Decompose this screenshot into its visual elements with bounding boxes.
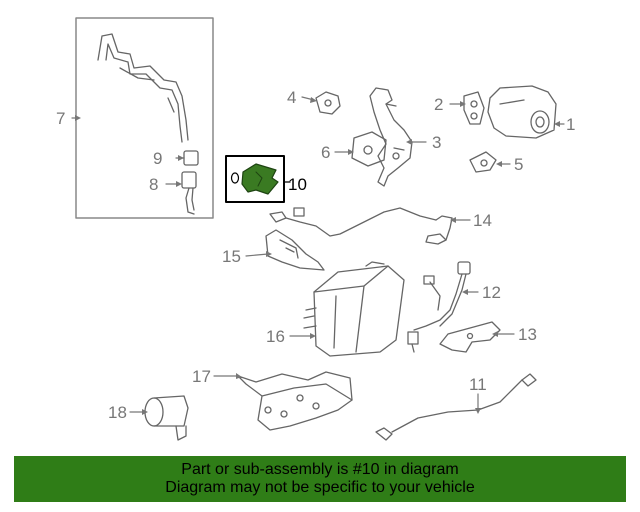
callout-15: 15 [222, 247, 241, 266]
part-4-bracket[interactable] [315, 91, 341, 115]
callout-18: 18 [108, 403, 127, 422]
callout-16: 16 [266, 327, 285, 346]
part-18-cylinder[interactable] [144, 395, 189, 441]
callout-17: 17 [192, 367, 211, 386]
part-12-harness[interactable] [407, 261, 471, 353]
info-banner: Part or sub-assembly is #10 in diagram D… [14, 456, 626, 502]
part-16-canister[interactable] [303, 261, 405, 357]
part-17-bracket[interactable] [237, 371, 353, 431]
callout-5: 5 [514, 155, 523, 174]
part-3-bracket[interactable] [369, 87, 413, 187]
leader-arrowheads [75, 97, 560, 415]
callout-12: 12 [482, 283, 501, 302]
part-5-clip[interactable] [469, 151, 497, 173]
callout-13: 13 [518, 325, 537, 344]
parts-diagram: 7 9 8 10 4 6 3 2 1 5 14 15 12 13 16 17 1… [56, 17, 575, 441]
callout-11: 11 [469, 375, 487, 394]
callout-7: 7 [56, 109, 65, 128]
callout-3: 3 [432, 133, 441, 152]
callout-4: 4 [287, 88, 296, 107]
part-8-valve[interactable] [181, 171, 197, 215]
part-2-gasket[interactable] [463, 91, 485, 125]
callout-14: 14 [473, 211, 492, 230]
callout-2: 2 [434, 95, 443, 114]
part-14-oxygen-sensor[interactable] [269, 207, 453, 245]
part-11-oxygen-sensor[interactable] [375, 373, 537, 441]
part-10-highlighted[interactable] [225, 155, 291, 203]
callout-6: 6 [321, 143, 330, 162]
callout-10: 10 [288, 175, 307, 194]
banner-line-2: Diagram may not be specific to your vehi… [165, 479, 475, 496]
part-15-bracket[interactable] [265, 229, 325, 271]
part-13-bracket[interactable] [439, 321, 501, 353]
callout-9: 9 [153, 149, 162, 168]
banner-line-1: Part or sub-assembly is #10 in diagram [181, 461, 459, 478]
callout-8: 8 [149, 175, 158, 194]
part-1-actuator[interactable] [487, 85, 557, 139]
callout-1: 1 [566, 115, 575, 134]
leader-lines [71, 96, 565, 413]
part-6-plate[interactable] [351, 131, 387, 167]
